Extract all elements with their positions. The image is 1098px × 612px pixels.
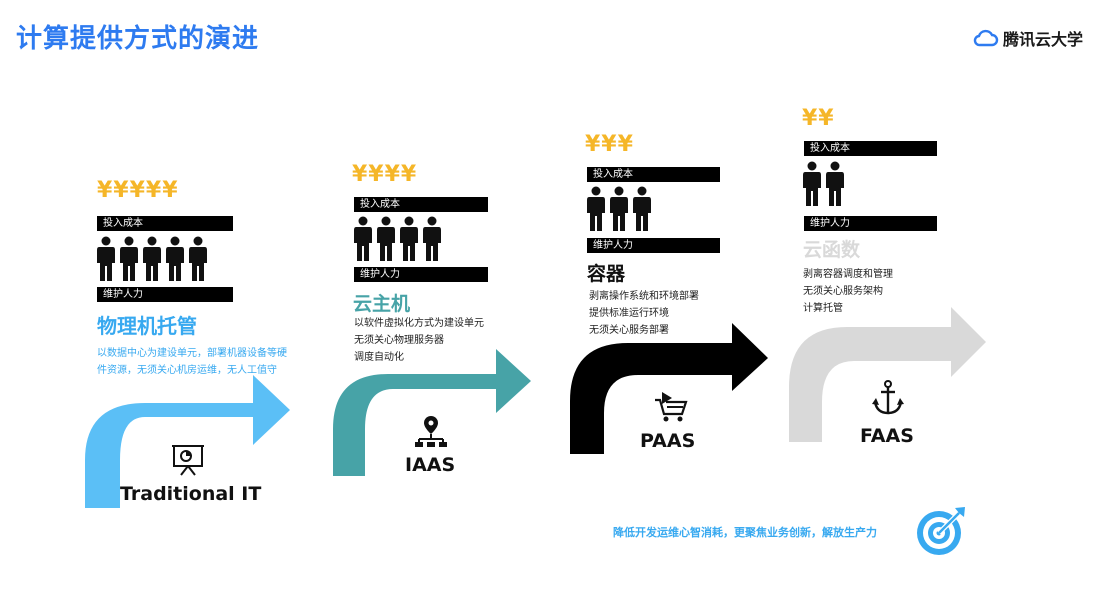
person-icon [802, 161, 822, 207]
cost-bar-traditional: 投入成本 [97, 216, 233, 231]
person-icon [376, 216, 396, 262]
person-icon [119, 236, 139, 282]
cost-yen-iaas: ¥¥¥¥ [352, 162, 418, 187]
stage-label-iaas: IAAS [405, 454, 456, 476]
person-icon [609, 186, 629, 232]
stage-name-iaas: 云主机 [353, 293, 411, 315]
page-title: 计算提供方式的演进 [16, 24, 260, 54]
arrow-paas [570, 323, 768, 454]
person-icon [825, 161, 845, 207]
cost-yen-paas: ¥¥¥ [585, 132, 634, 157]
people-traditional [96, 236, 208, 282]
people-faas [802, 161, 845, 207]
stage-label-traditional: Traditional IT [120, 483, 262, 505]
cloud-icon [973, 29, 999, 47]
stage-label-paas: PAAS [640, 430, 696, 452]
stage-desc-faas: 剥离容器调度和管理 无须关心服务架构 计算托管 [803, 269, 893, 314]
person-icon [142, 236, 162, 282]
person-icon [353, 216, 373, 262]
stage-name-faas: 云函数 [803, 239, 861, 261]
stage-name-traditional: 物理机托管 [97, 314, 197, 338]
manpower-bar-iaas: 维护人力 [354, 267, 488, 282]
arrow-iaas [333, 349, 531, 476]
arrow-traditional [85, 375, 290, 508]
person-icon [632, 186, 652, 232]
cost-yen-traditional: ¥¥¥¥¥ [97, 178, 179, 203]
person-icon [399, 216, 419, 262]
manpower-bar-faas: 维护人力 [804, 216, 937, 231]
person-icon [165, 236, 185, 282]
stage-label-faas: FAAS [860, 425, 914, 447]
tencent-cloud-logo: 腾讯云大学 [973, 26, 1083, 50]
anchor-icon [872, 380, 904, 415]
arrow-faas [789, 307, 986, 442]
person-icon [188, 236, 208, 282]
cost-bar-faas: 投入成本 [804, 141, 937, 156]
person-icon [96, 236, 116, 282]
cost-bar-iaas: 投入成本 [354, 197, 488, 212]
person-icon [586, 186, 606, 232]
logo-text: 腾讯云大学 [1003, 30, 1084, 49]
person-icon [422, 216, 442, 262]
people-paas [586, 186, 652, 232]
cost-yen-faas: ¥¥ [802, 106, 835, 131]
cost-bar-paas: 投入成本 [587, 167, 720, 182]
stage-desc-iaas: 以软件虚拟化方式为建设单元 无须关心物理服务器 调度自动化 [354, 318, 484, 363]
manpower-bar-paas: 维护人力 [587, 238, 720, 253]
stage-desc-paas: 剥离操作系统和环境部署 提供标准运行环境 无须关心服务部署 [589, 291, 699, 336]
manpower-bar-traditional: 维护人力 [97, 287, 233, 302]
target-icon [917, 507, 965, 555]
slogan-text: 降低开发运维心智消耗，更聚焦业务创新，解放生产力 [613, 526, 877, 539]
shopping-cart-icon [655, 392, 688, 422]
people-iaas [353, 216, 442, 262]
network-location-icon [415, 416, 447, 447]
presentation-chart-icon [172, 445, 204, 476]
stage-desc-traditional: 以数据中心为建设单元，部署机器设备等硬 件资源，无须关心机房运维，无人工值守 [97, 348, 287, 376]
stage-name-paas: 容器 [587, 263, 626, 285]
